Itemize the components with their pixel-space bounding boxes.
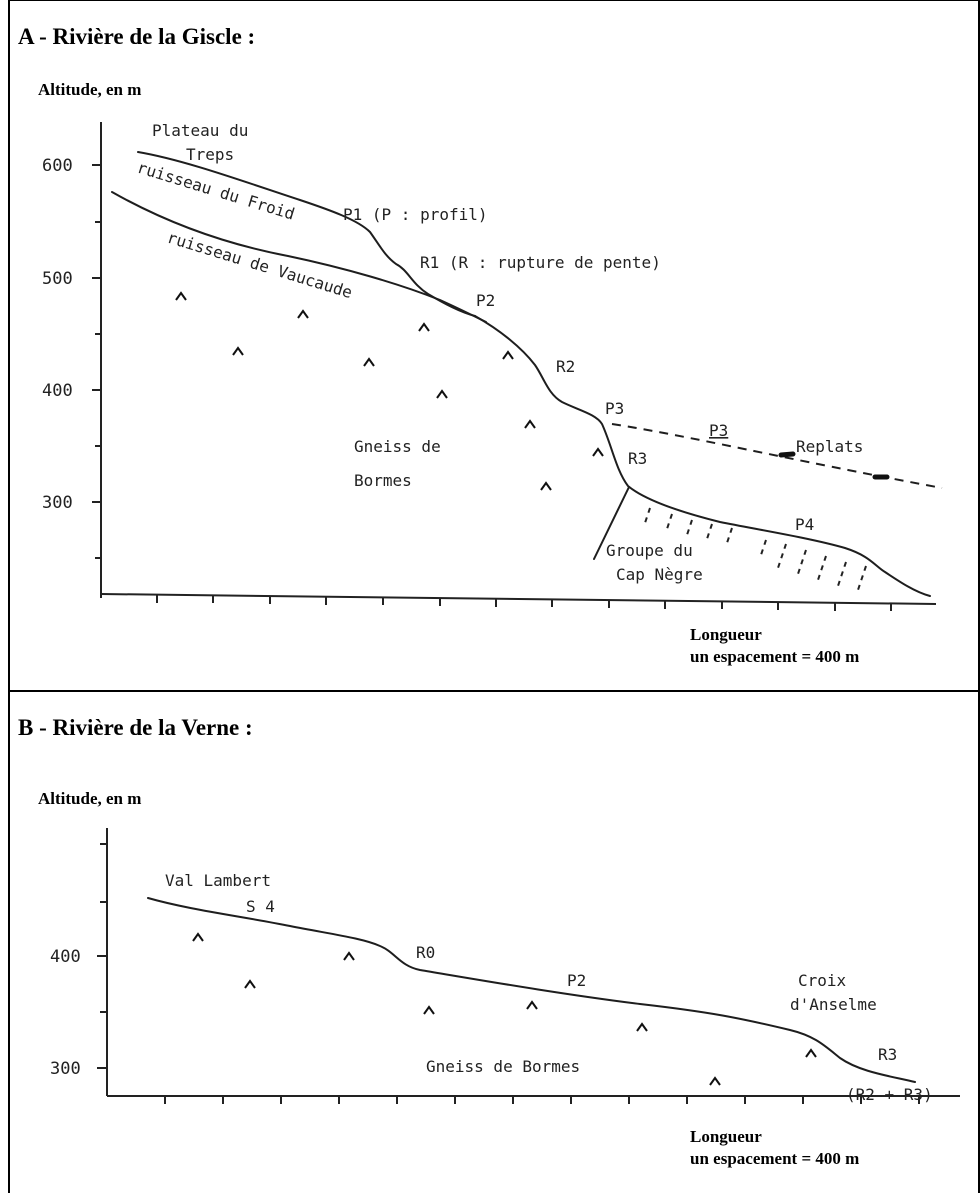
caret-rock-symbol: [524, 419, 536, 429]
profile-ruisseau-de-vaucaude: [111, 191, 487, 323]
label-p3-replat: P3: [709, 421, 728, 440]
replat-mark-1: [778, 451, 796, 458]
caret-rock-symbol: [709, 1076, 721, 1086]
panel-a-y-axis-label: Altitude, en m: [38, 80, 142, 99]
caret-rock-symbol: [175, 291, 187, 301]
label-r2-r3: (R2 + R3): [846, 1085, 933, 1104]
panel-a-y-tick-600: 600: [42, 156, 73, 176]
panel-a-rock-symbols: [175, 291, 604, 491]
caret-rock-symbol: [363, 357, 375, 367]
panel-a-x-axis: [100, 593, 937, 605]
panel-a-diagram: 600 500 400 300: [42, 121, 943, 611]
caret-rock-symbol: [502, 350, 514, 360]
panel-b-y-tick-400: 400: [50, 947, 81, 967]
label-gneiss-line2: Bormes: [354, 471, 412, 490]
panel-b-y-tick-300: 300: [50, 1059, 81, 1079]
panel-b-x-scale-note: un espacement = 400 m: [690, 1149, 860, 1168]
caret-rock-symbol: [636, 1022, 648, 1032]
label-p3: P3: [605, 399, 624, 418]
profile-verne: [147, 897, 916, 1083]
label-p4: P4: [795, 515, 814, 534]
caret-rock-symbol: [418, 322, 430, 332]
profile-main-giscle: [474, 315, 931, 597]
panel-b-y-tick-marks: [97, 843, 107, 1069]
panel-a-x-axis-label: Longueur: [690, 625, 762, 644]
label-r3: R3: [878, 1045, 897, 1064]
label-p1: P1 (P : profil): [343, 205, 488, 224]
label-r3: R3: [628, 449, 647, 468]
caret-rock-symbol: [343, 951, 355, 961]
label-gneiss-line1: Gneiss de: [354, 437, 441, 456]
panel-a-y-tick-300: 300: [42, 493, 73, 513]
label-croix-line1: Croix: [798, 971, 847, 990]
panel-a-x-tick-marks: [156, 595, 892, 611]
caret-rock-symbol: [540, 481, 552, 491]
label-plateau-line2: Treps: [186, 145, 234, 164]
label-replats: Replats: [796, 437, 863, 456]
caret-rock-symbol: [526, 1000, 538, 1010]
panel-b-title: B - Rivière de la Verne :: [18, 715, 253, 740]
caret-rock-symbol: [192, 932, 204, 942]
panel-b-rock-symbols: [192, 932, 817, 1086]
profile-plateau-du-treps: [137, 151, 476, 317]
cap-negre-hatching: [643, 507, 867, 591]
contact-line-cap-negre: [593, 486, 630, 560]
panel-b-diagram: 400 300 Val Lambert S 4 R0 P2 Croix d'An…: [50, 828, 960, 1104]
caret-rock-symbol: [232, 346, 244, 356]
caret-rock-symbol: [592, 447, 604, 457]
label-groupe-line2: Cap Nègre: [616, 565, 703, 584]
caret-rock-symbol: [436, 389, 448, 399]
panel-divider: [8, 690, 980, 692]
panel-a-y-tick-400: 400: [42, 381, 73, 401]
label-s4: S 4: [246, 897, 275, 916]
caret-rock-symbol: [423, 1005, 435, 1015]
panel-b-x-tick-marks: [164, 1096, 920, 1104]
label-gneiss-de-bormes: Gneiss de Bormes: [426, 1057, 580, 1076]
label-plateau-line1: Plateau du: [152, 121, 248, 140]
label-r0: R0: [416, 943, 435, 962]
panel-b-y-axis-label: Altitude, en m: [38, 789, 142, 808]
panel-a-y-tick-500: 500: [42, 269, 73, 289]
label-p2: P2: [476, 291, 495, 310]
panel-b-x-axis-label: Longueur: [690, 1127, 762, 1146]
caret-rock-symbol: [297, 309, 309, 319]
label-p2: P2: [567, 971, 586, 990]
panel-a-x-scale-note: un espacement = 400 m: [690, 647, 860, 666]
label-val-lambert: Val Lambert: [165, 871, 271, 890]
figure-frame: [8, 0, 980, 1193]
panel-a-title: A - Rivière de la Giscle :: [18, 24, 256, 49]
caret-rock-symbol: [244, 979, 256, 989]
label-r2: R2: [556, 357, 575, 376]
label-groupe-line1: Groupe du: [606, 541, 693, 560]
label-croix-line2: d'Anselme: [790, 995, 877, 1014]
label-r1: R1 (R : rupture de pente): [420, 253, 661, 272]
caret-rock-symbol: [805, 1048, 817, 1058]
replat-dashed-line: [611, 423, 943, 489]
panel-a-y-tick-marks: [92, 164, 101, 559]
